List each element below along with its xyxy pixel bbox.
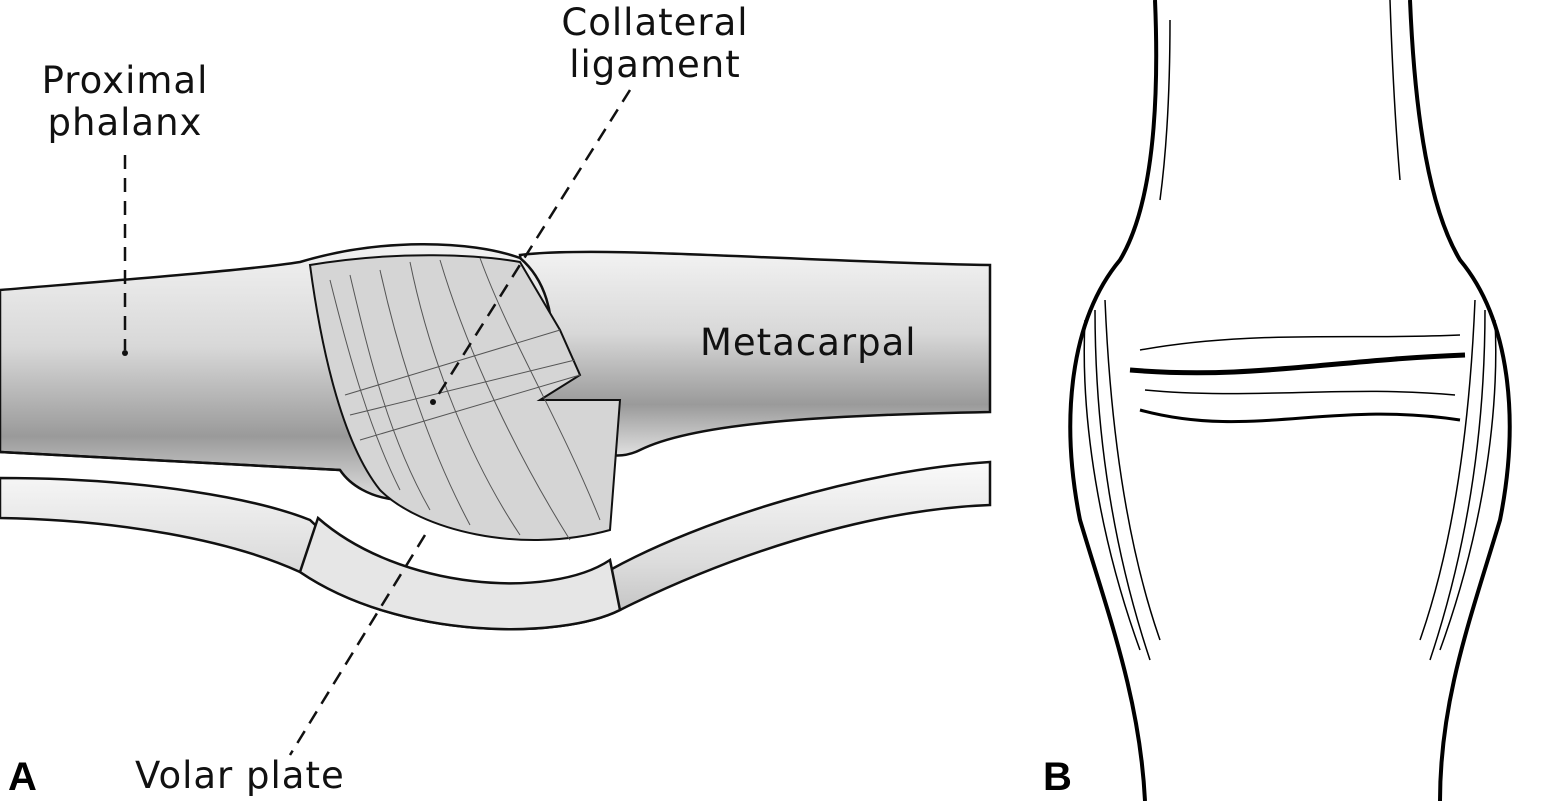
label-metacarpal: Metacarpal [700,321,917,364]
label-line: ligament [569,43,741,86]
panel-b-drawing [1068,0,1512,801]
label-volar-plate: Volar plate [135,754,345,797]
panel-letter-b: B [1043,755,1072,799]
label-line: Collateral [561,1,749,44]
panel-letter-a: A [8,755,37,799]
volar-plate-shape [298,515,622,631]
label-collateral-ligament: Collateral ligament [540,2,770,86]
leader-lines [123,89,632,756]
label-line: phalanx [47,101,203,144]
panel-a-drawing [0,243,992,631]
label-proximal-phalanx: Proximal phalanx [15,60,235,144]
collateral-ligament-fan [308,254,622,541]
label-line: Proximal [41,59,209,102]
